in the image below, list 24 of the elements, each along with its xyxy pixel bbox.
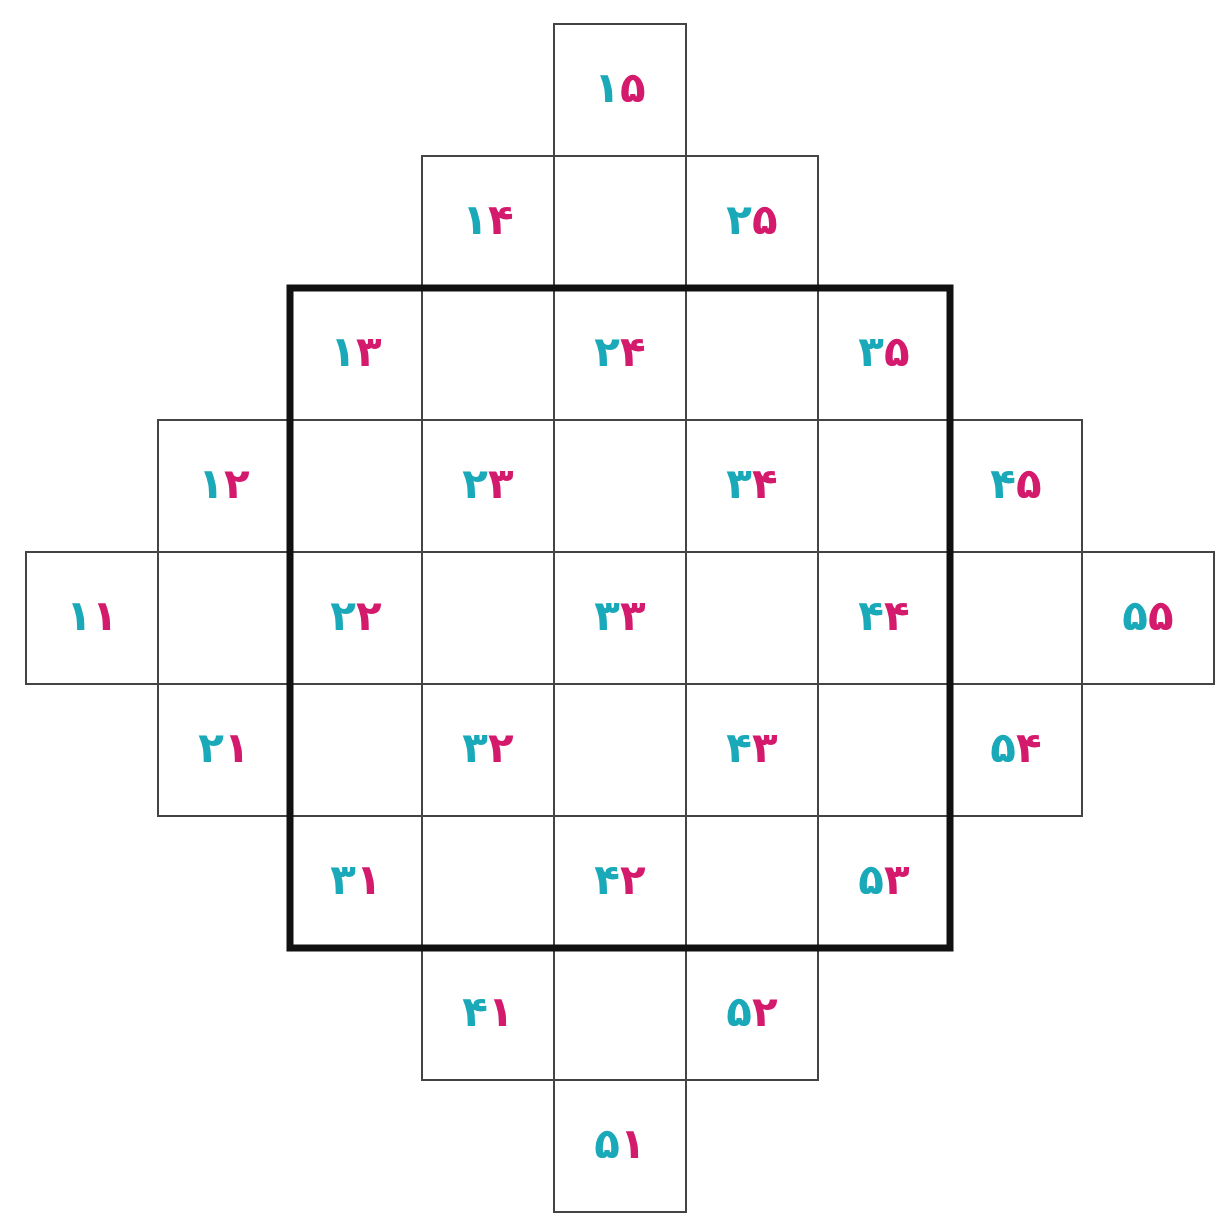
cell-number: ۵۱ xyxy=(593,1118,647,1170)
cell-number: ۵۴ xyxy=(989,722,1043,774)
cell-number: ۲۲ xyxy=(329,590,383,642)
cell-number: ۵۳ xyxy=(857,854,911,906)
cell-number: ۲۱ xyxy=(197,722,251,774)
cell-number: ۴۴ xyxy=(857,590,911,642)
cell-number: ۲۵ xyxy=(725,194,779,246)
cell-number: ۴۲ xyxy=(593,854,647,906)
cell-number: ۱۵ xyxy=(593,62,647,114)
cell-number: ۴۵ xyxy=(989,458,1043,510)
cell-number: ۳۳ xyxy=(593,590,647,642)
cell-number: ۴۱ xyxy=(461,986,515,1038)
cell-number: ۲۴ xyxy=(593,326,647,378)
cell-number: ۱۳ xyxy=(329,326,383,378)
cell-number: ۲۳ xyxy=(461,458,515,510)
cell-number: ۳۲ xyxy=(461,722,515,774)
cell-number: ۳۴ xyxy=(725,458,779,510)
cell-number: ۳۵ xyxy=(857,326,911,378)
cell-number: ۳۱ xyxy=(329,854,383,906)
cell-number: ۴۳ xyxy=(725,722,779,774)
cell-number: ۵۲ xyxy=(725,986,779,1038)
cell-number: ۱۴ xyxy=(461,194,515,246)
cell-number: ۵۵ xyxy=(1121,590,1175,642)
cell-number: ۱۲ xyxy=(197,458,251,510)
